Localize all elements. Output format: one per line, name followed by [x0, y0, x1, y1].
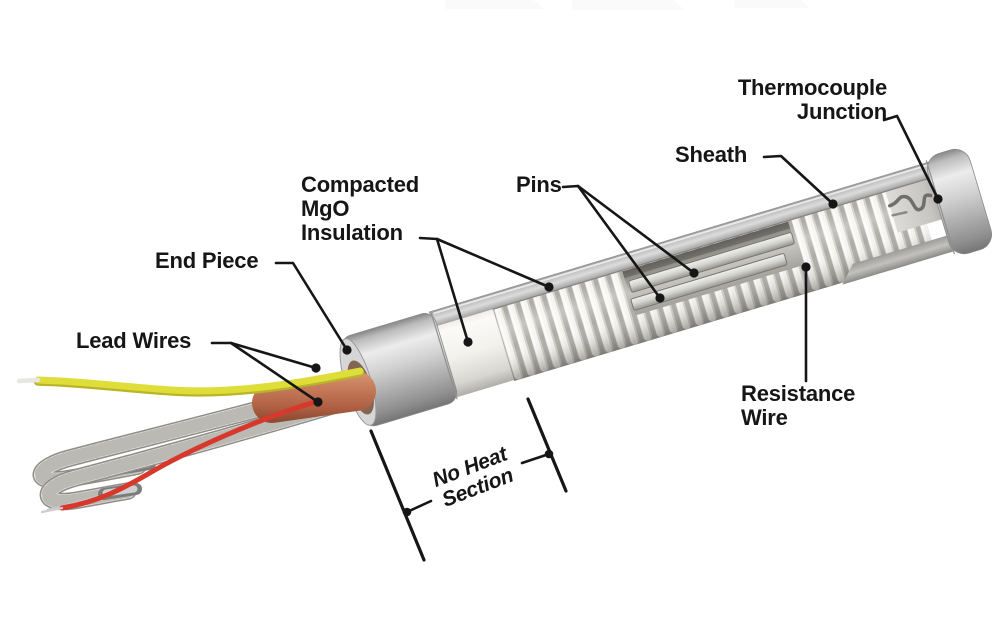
pin-lower	[630, 253, 788, 311]
sheath-shape	[428, 161, 958, 328]
yellow-wire-bare-tip	[16, 377, 41, 384]
yellow-lead-wire	[16, 367, 365, 397]
sheath-bottom-band	[842, 233, 958, 285]
pin-upper	[628, 232, 795, 293]
tip-cap-shape	[925, 148, 993, 255]
leader-thermocouple-junction	[882, 114, 940, 201]
no-heat-connector-left	[405, 499, 433, 514]
label-pins: Pins	[516, 172, 562, 197]
leader-end-piece	[274, 261, 349, 352]
red-lead-wire	[40, 399, 318, 514]
label-compacted-mgo-insulation: Compacted MgO Insulation	[301, 172, 419, 245]
top-crop-artifacts	[445, 0, 809, 10]
leader-lines	[210, 114, 940, 404]
no-heat-dim-line-left	[369, 429, 426, 562]
lead-wires-illustration	[16, 367, 376, 514]
no-heat-connector-right	[520, 452, 551, 465]
leader-sheath	[762, 154, 835, 206]
label-lead-wires: Lead Wires	[76, 328, 192, 353]
mgo-insulation-section	[429, 296, 518, 398]
leader-dots	[311, 194, 943, 517]
leader-mgo-lower	[435, 237, 470, 344]
leader-lead-wires-lower	[229, 341, 320, 404]
label-thermocouple-junction: Thermocouple Junction	[737, 75, 887, 124]
pins-cutaway-window	[622, 221, 802, 316]
label-sheath: Sheath	[675, 142, 748, 167]
label-resistance-wire: Resistance Wire	[741, 381, 856, 430]
no-heat-dim-line-right	[526, 397, 568, 493]
thermocouple-junction-wire	[888, 193, 933, 212]
copper-sleeve	[252, 371, 376, 423]
label-end-piece: End Piece	[155, 248, 259, 273]
heater-body-illustration	[339, 148, 993, 427]
dimension-lines	[369, 397, 568, 562]
leader-pins-lower	[576, 184, 662, 300]
